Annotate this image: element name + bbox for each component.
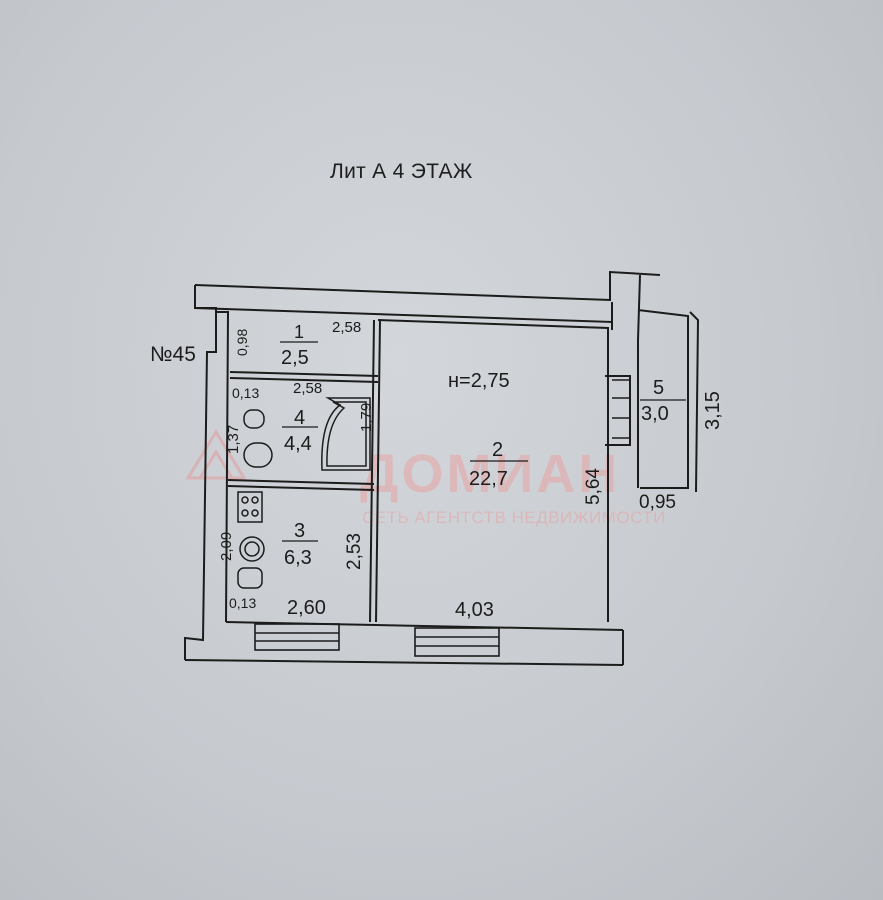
room-1-number: 1: [294, 322, 304, 342]
room-fraction-bars: [280, 341, 686, 542]
room-5-area: 3,0: [641, 403, 669, 425]
dim-179: 1,79: [358, 403, 375, 432]
room-2-number: 2: [492, 439, 503, 461]
watermark: ДОМИАН СЕТЬ АГЕНТСТВ НЕДВИЖИМОСТИ: [185, 429, 666, 527]
bathtub-icon: [321, 397, 371, 471]
walls: [184, 270, 700, 666]
ceiling-height: н=2,75: [448, 370, 510, 392]
dim-013-bot: 0,13: [229, 595, 256, 611]
dim-260: 2,60: [287, 597, 326, 619]
room-4-number: 4: [294, 407, 305, 429]
windows: [254, 379, 630, 657]
sink-icon: [243, 409, 265, 429]
dim-258-top: 2,58: [332, 319, 361, 336]
watermark-brand: ДОМИАН: [360, 444, 620, 504]
apartment-number: №45: [150, 343, 196, 366]
room-4-area: 4,4: [284, 433, 312, 455]
dim-013-top: 0,13: [232, 385, 259, 401]
room-3-number: 3: [294, 520, 305, 542]
dim-403: 4,03: [455, 599, 494, 621]
room-3-area: 6,3: [284, 547, 312, 569]
dim-315: 3,15: [702, 391, 724, 430]
kitchen-sink-icon: [237, 567, 263, 589]
dim-098: 0,98: [234, 329, 250, 356]
room-5-number: 5: [653, 377, 664, 399]
dim-258-mid: 2,58: [293, 380, 322, 397]
window-kitchen: [254, 623, 340, 651]
fixtures: [237, 397, 371, 589]
window-living: [414, 627, 500, 657]
toilet-icon: [243, 442, 273, 468]
dim-564: 5,64: [583, 468, 604, 505]
watermark-tagline: СЕТЬ АГЕНТСТВ НЕДВИЖИМОСТИ: [362, 508, 666, 527]
room-2-area: 22,7: [469, 468, 508, 490]
floor-plan-title: Лит А 4 ЭТАЖ: [330, 160, 473, 183]
dim-253: 2,53: [344, 533, 365, 570]
boiler-icon: [239, 536, 265, 562]
room-1-area: 2,5: [281, 347, 309, 369]
dim-209: 2,09: [218, 532, 235, 561]
stove-icon: [237, 491, 263, 523]
dim-137: 1,37: [225, 425, 242, 454]
dim-095: 0,95: [639, 492, 676, 513]
